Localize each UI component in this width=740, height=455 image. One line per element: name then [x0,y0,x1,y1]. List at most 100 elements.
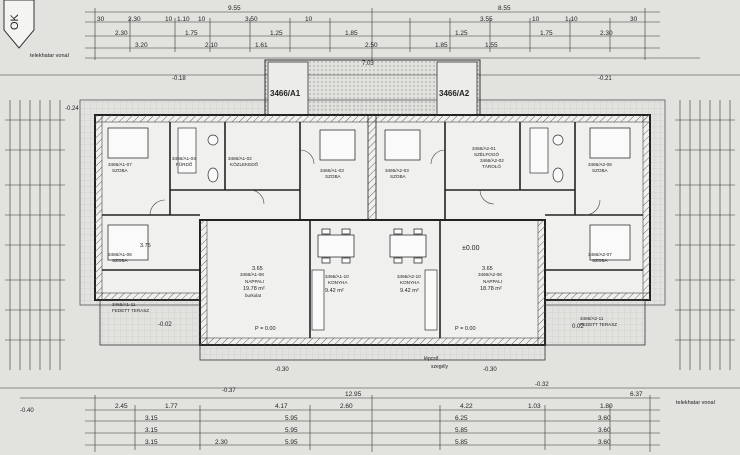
room-name: FEDETT TERASZ [112,308,149,313]
room-height: 3.75 [140,243,151,249]
door-swing-icon [149,149,601,216]
top-dim-row2: 2.30 [128,16,141,23]
bottom-dim-row2: 4.17 [275,403,288,410]
top-dim-row3: 1.25 [455,30,468,37]
room-name: FEDETT TERASZ [580,322,617,327]
unit-tag-a1: 3466/A1 [270,89,301,98]
room-code: 3466/A2-06 [588,162,612,167]
north-arrow-icon: OK [3,0,35,49]
bottom-dim-row1: 12.95 [345,391,362,398]
top-dim-row4: 1.61 [255,42,268,49]
room-name: SZÉLFOGÓ [474,151,499,157]
room-name: SZOBA [112,168,129,173]
top-dim-row2: 10 [532,16,540,23]
bottom-dim-row4: 3.15 [145,427,158,434]
top-dim-row3: 1.75 [540,30,553,37]
north-label: OK [9,13,21,30]
top-dim-row4: 1.85 [435,42,448,49]
bottom-dim-row4: 3.60 [598,427,611,434]
room-area: 18.78 m² [480,286,502,292]
level-mark: 0.02 [572,324,584,330]
living-wing [199,219,546,346]
top-dim-row4: 3.20 [135,42,148,49]
bottom-dim-row5: 3.60 [598,439,611,446]
bottom-dim-row2: 4.22 [460,403,473,410]
boundary-label-bottom: telekhatar vonal [676,400,715,406]
bottom-dim-row5: 5.95 [285,439,298,446]
bottom-dim-row4: 5.85 [455,427,468,434]
bottom-dim-row3: 3.60 [598,415,611,422]
room-code: 3466/A2-03 [385,168,409,173]
interior-walls [102,122,643,338]
bottom-dim-row2: 1.80 [600,403,613,410]
room-name: KONYHA [328,280,348,285]
room-code: 3466/A1-08 [240,272,264,277]
top-dim-row4: 2.50 [365,42,378,49]
top-dim-row3: 1.25 [270,30,283,37]
floor-label: burkolat [245,293,262,298]
room-name: SZOBA [325,174,342,179]
parking-label: szegély [431,364,448,370]
top-dim-row2: 30 [630,16,638,23]
top-dim-row3: 2.30 [600,30,613,37]
living-height: 3.65 [482,266,493,272]
room-code: 3466/A1-11 [112,302,136,307]
level-center: ±0.00 [462,245,480,252]
room-name: FÜRDŐ [176,161,193,167]
top-dim-row2: 1.10 [177,16,190,23]
bed-icon [107,127,631,261]
level-mark: -0.21 [598,76,612,82]
level-mark: -0.18 [172,76,186,82]
top-dim-row1-left: 9.55 [228,5,241,12]
bottom-dim-row2: 2.45 [115,403,128,410]
boundary-label-top: telekhatar vonal [30,53,69,59]
bottom-dim-row3: 6.25 [455,415,468,422]
room-code: 3466/A2-07 [588,252,612,257]
bottom-dim-row3: 3.15 [145,415,158,422]
bottom-dimension-ticks [94,395,651,452]
dining-table-icon [317,228,427,264]
top-dim-row2: 10 [305,16,313,23]
top-dimension-ticks [94,8,646,60]
living-height: 3.65 [252,266,263,272]
room-name: SZOBA [592,258,609,263]
left-terrace [99,299,201,346]
room-code: 3466/A2-10 [397,274,421,279]
bottom-dim-row1: 6.37 [630,391,643,398]
top-dim-row3: 1.75 [185,30,198,37]
bottom-dim-row5: 2.30 [215,439,228,446]
room-code: 3466/A2-01 [472,146,496,151]
room-name: KONYHA [400,280,420,285]
bathroom-fixtures-icon [177,127,564,183]
room-code: 3466/A1-02 [228,156,252,161]
kitchen-counter-icon [311,269,438,331]
room-code: 3466/A2-11 [580,316,604,321]
level-right-living: P = 0.00 [455,326,476,332]
room-name: KÖZLEKEDŐ [230,161,259,167]
top-dimension-lines [85,11,700,59]
bottom-dimension-lines [20,397,660,446]
bottom-dim-row4: 5.95 [285,427,298,434]
unit-a1-entry [267,61,309,121]
top-dim-row2: 3.50 [245,16,258,23]
top-dim-row1-right: 8.55 [498,5,511,12]
entry-label: lépcső [424,356,439,362]
bottom-dim-row2: 1.77 [165,403,178,410]
top-dim-row3: 2.30 [115,30,128,37]
level-mark: -0.30 [275,367,289,373]
room-name: NAPPALI [245,279,264,284]
top-dim-row2: 1.10 [565,16,578,23]
room-code: 3466/A1-07 [108,162,132,167]
top-dim-row4: 1.55 [485,42,498,49]
bottom-dim-row3: 5.95 [285,415,298,422]
room-area: 9.42 m² [400,288,419,294]
level-mark: -0.40 [20,408,34,414]
level-left-living: P = 0.00 [255,326,276,332]
room-code: 3466/A1-03 [320,168,344,173]
bottom-dim-row5: 3.15 [145,439,158,446]
top-dim-row3: 1.85 [345,30,358,37]
room-area: 9.42 m² [325,288,344,294]
level-mark: -0.02 [158,322,172,328]
room-code: 3466/A2-02 [480,158,504,163]
